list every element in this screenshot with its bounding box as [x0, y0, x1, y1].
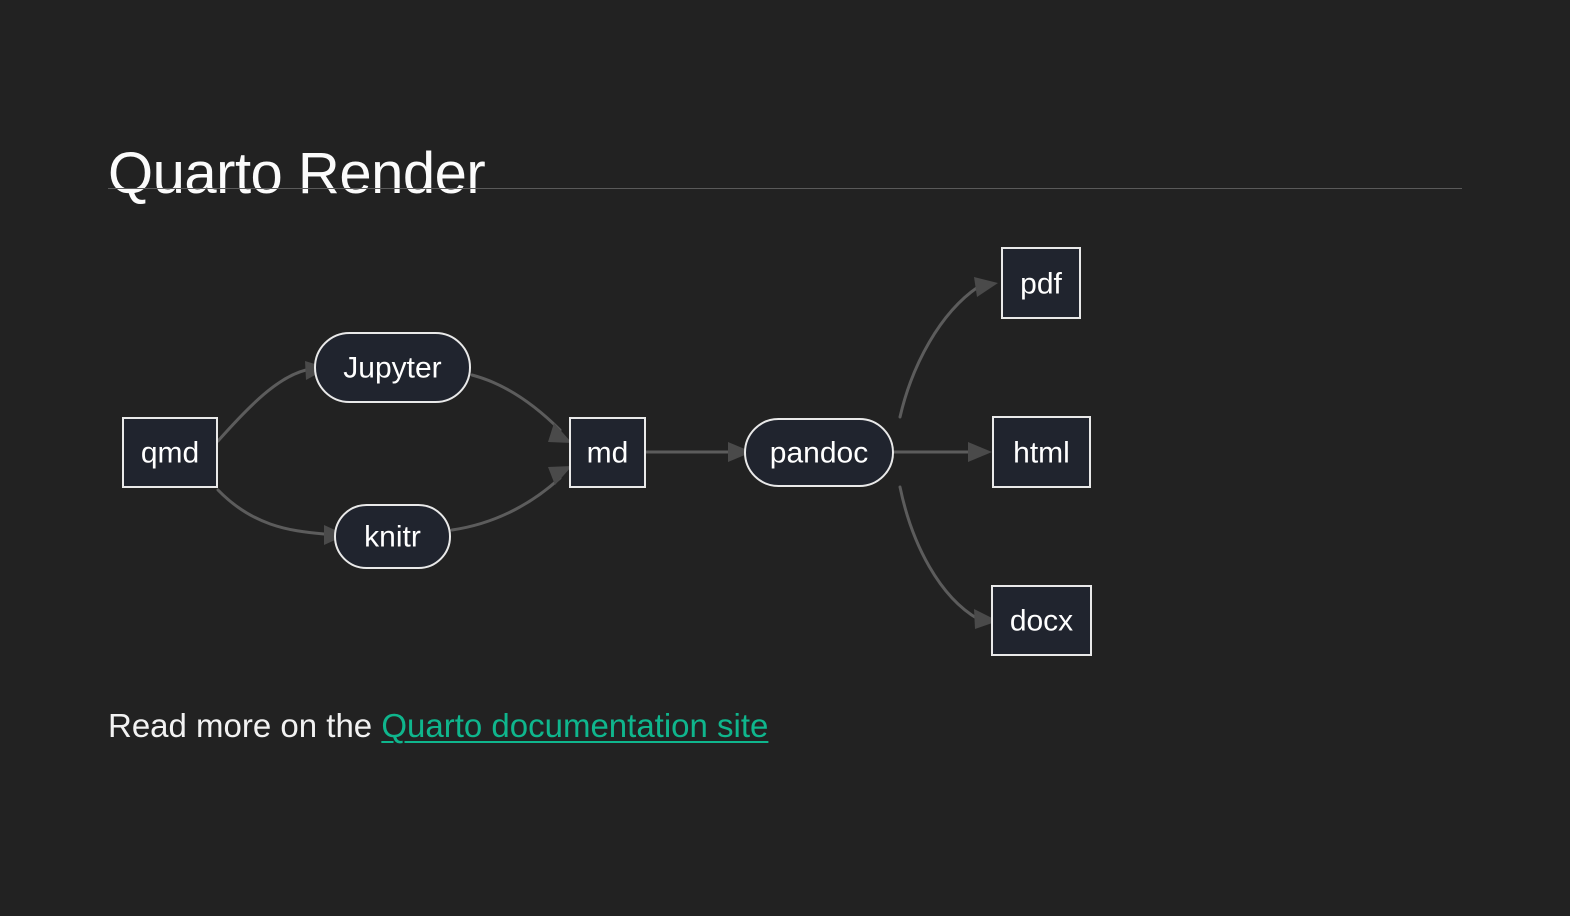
node-pdf[interactable]: pdf [1001, 247, 1081, 319]
edge-pandoc-to-docx [898, 485, 998, 629]
edge-jupyter-to-md [470, 373, 572, 443]
node-jupyter[interactable]: Jupyter [314, 332, 471, 403]
footer-paragraph: Read more on the Quarto documentation si… [108, 705, 768, 746]
edge-qmd-to-jupyter [216, 361, 328, 443]
node-html[interactable]: html [992, 416, 1091, 488]
node-pandoc[interactable]: pandoc [744, 418, 894, 487]
footer-prefix-text: Read more on the [108, 707, 382, 744]
node-md-label: md [587, 437, 629, 470]
title-divider [108, 188, 1462, 189]
node-pandoc-label: pandoc [770, 437, 868, 470]
node-docx[interactable]: docx [991, 585, 1092, 656]
edge-qmd-to-knitr [216, 488, 346, 545]
edge-pandoc-to-pdf [898, 277, 998, 419]
node-md[interactable]: md [569, 417, 646, 488]
node-jupyter-label: Jupyter [343, 352, 441, 385]
edge-knitr-to-md [450, 466, 572, 532]
node-qmd[interactable]: qmd [122, 417, 218, 488]
node-knitr-label: knitr [364, 521, 421, 554]
quarto-render-flowchart: qmd Jupyter knitr md pandoc pdf [100, 225, 1120, 656]
quarto-documentation-link[interactable]: Quarto documentation site [381, 707, 769, 744]
page-title: Quarto Render [108, 140, 486, 206]
node-pdf-label: pdf [1020, 268, 1062, 301]
node-knitr[interactable]: knitr [334, 504, 451, 569]
edge-md-to-pandoc [643, 442, 752, 462]
edge-pandoc-to-html [891, 442, 992, 462]
node-docx-label: docx [1010, 605, 1073, 638]
node-html-label: html [1013, 437, 1070, 470]
node-qmd-label: qmd [141, 437, 199, 470]
